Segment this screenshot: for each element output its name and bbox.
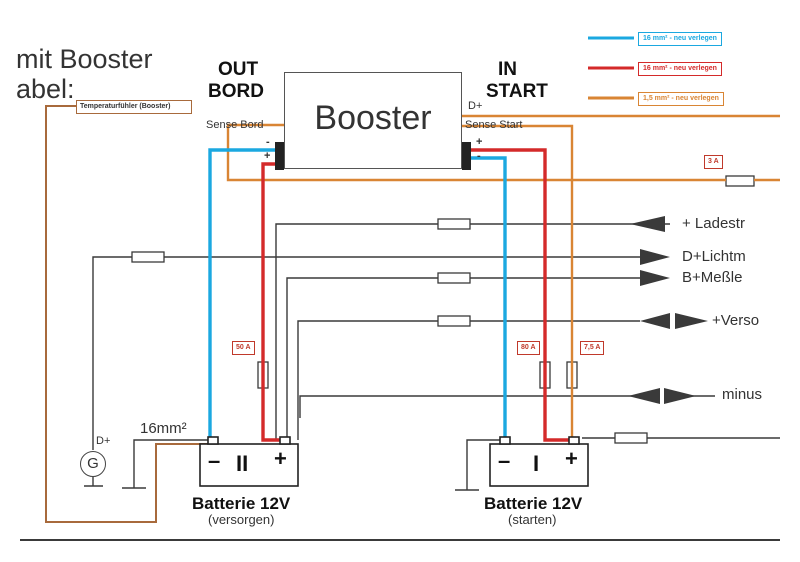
fuse-dplus (131, 251, 165, 263)
blue-start-minus (470, 156, 507, 437)
battery-2-label: Batterie 12V (192, 494, 291, 513)
arrow-minus-right (664, 388, 696, 404)
wire-bplus (286, 277, 438, 440)
battery-2-sublabel: (versorgen) (208, 512, 275, 527)
booster-label: Booster (314, 99, 432, 137)
orange-wires (226, 114, 780, 437)
signal-minus: minus (722, 386, 763, 403)
arrow-verso-right (675, 313, 708, 329)
cable-16mm-label: 16mm² (140, 420, 187, 437)
blue-bord-minus (208, 148, 276, 440)
fuse-7-5a-tag: 7,5 A (580, 341, 605, 355)
signal-d-lichtm: D+Lichtm (682, 248, 746, 265)
wire-verso (297, 320, 438, 440)
battery-2-minus-post (207, 436, 219, 445)
generator-icon: G (80, 451, 106, 477)
legend-label-blue: 16 mm² - neu verlegen (638, 32, 722, 46)
fuse-3a-tag: 3 A (704, 155, 723, 169)
bord-header: BORD (208, 81, 264, 102)
legend-swatches (588, 36, 634, 100)
generator-d-plus: D+ (96, 435, 111, 447)
orange-sense-bord (226, 140, 726, 182)
out-plus-sign: + (264, 150, 271, 162)
battery-1-minus-sign: – (498, 448, 511, 473)
wire-ladestr (275, 223, 440, 440)
arrow-dplus (640, 249, 670, 265)
legend-label-red: 16 mm² - neu verlegen (638, 62, 722, 76)
battery-2-plus-sign: + (274, 446, 287, 471)
battery-1-plus-post (568, 436, 580, 445)
fuses (131, 175, 755, 444)
battery-shapes (199, 436, 589, 487)
fuse-verso (437, 315, 471, 327)
battery-1-label: Batterie 12V (484, 494, 583, 513)
in-header: IN (498, 59, 517, 80)
fuse-80a-tag: 80 A (517, 341, 540, 355)
fuse-bat1 (614, 432, 648, 444)
arrow-minus-left (628, 388, 660, 404)
battery-2-number: II (236, 451, 249, 476)
terminal-out (275, 142, 284, 170)
fuse-3a (725, 175, 755, 187)
arrow-ladestr (630, 216, 665, 232)
brown-wire (45, 105, 210, 523)
fuse-bplus (437, 272, 471, 284)
black-wires (20, 223, 780, 541)
sense-start-label: Sense Start (465, 119, 523, 131)
booster-unit: Booster (284, 72, 462, 169)
arrow-verso-left (640, 313, 670, 329)
out-minus-sign: - (266, 136, 270, 148)
out-header: OUT (218, 59, 259, 80)
terminal-in (462, 142, 471, 170)
booster-terminals (275, 142, 471, 170)
fuse-ladestr (437, 218, 471, 230)
battery-2-body (199, 443, 299, 487)
red-wires (261, 148, 574, 442)
legend-label-orange: 1,5 mm² - neu verlegen (638, 92, 724, 106)
title-line-1: mit Booster (16, 44, 153, 74)
battery-1-sublabel: (starten) (508, 512, 557, 527)
signal-verso: +Verso (712, 312, 760, 329)
fuse-50a-tag: 50 A (232, 341, 255, 355)
wire-minus (299, 395, 640, 418)
wire-dplus-lichtm (92, 256, 132, 450)
in-plus-sign: + (476, 136, 483, 148)
arrow-bplus (640, 270, 670, 286)
bat2-ground-wire (133, 439, 214, 488)
battery-1-plus-sign: + (565, 446, 578, 471)
in-minus-sign: - (477, 150, 481, 162)
blue-wires (208, 148, 507, 440)
bat1-ground-wire (466, 439, 503, 490)
orange-sense-start (462, 124, 574, 437)
arrows (628, 216, 708, 404)
battery-2-plus-post (279, 436, 291, 445)
title-line-2: abel: (16, 74, 75, 104)
signal-b-messle: B+Meßle (682, 269, 743, 286)
red-bord-plus (261, 162, 282, 442)
signal-ladestr: + Ladestr (682, 215, 745, 232)
temp-sensor-wire (45, 105, 210, 523)
temp-sensor-tag: Temperaturfühler (Booster) (76, 100, 192, 114)
orange-sense-bord-top (226, 123, 284, 140)
battery-1-number: I (533, 451, 540, 476)
sense-bord-label: Sense Bord (206, 119, 264, 131)
red-start-plus (470, 148, 574, 442)
d-plus-label: D+ (468, 100, 483, 112)
battery-1-body (489, 443, 589, 487)
battery-2-minus-sign: – (208, 448, 221, 473)
battery-1-minus-post (499, 436, 511, 445)
start-header: START (486, 81, 548, 102)
